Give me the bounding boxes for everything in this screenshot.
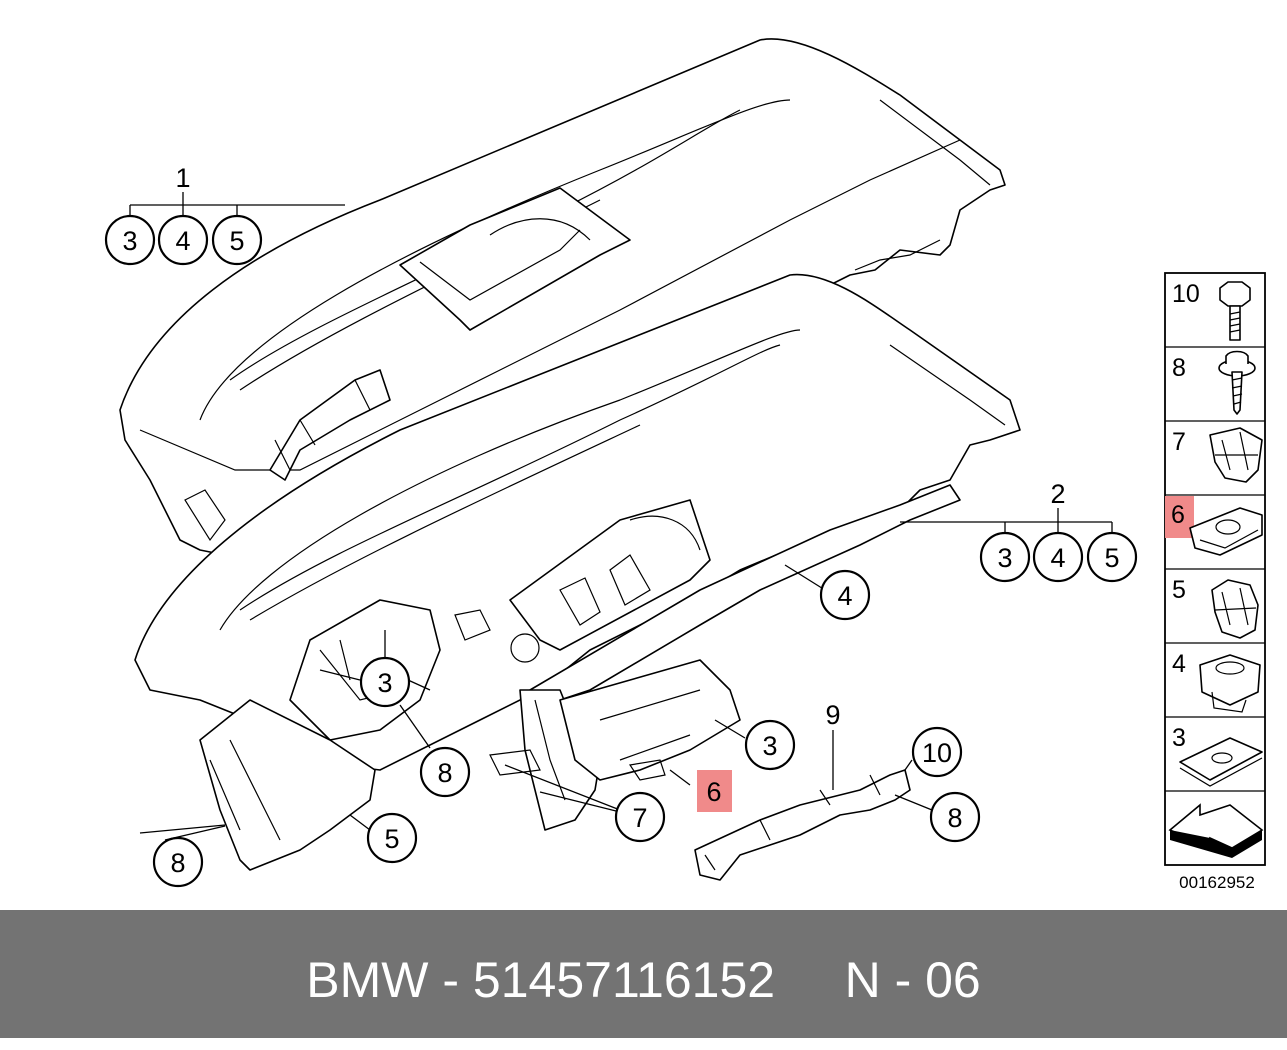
diagram-id: 00162952 <box>1179 873 1255 892</box>
callout-8-bracket: 8 <box>929 791 981 843</box>
svg-text:8: 8 <box>1172 354 1186 382</box>
svg-text:7: 7 <box>1172 428 1186 456</box>
svg-text:8: 8 <box>170 848 185 878</box>
group-2-callout-5: 5 <box>1086 531 1138 583</box>
nut-clip-icon <box>1189 507 1263 556</box>
legend-row-6: 6 <box>1165 496 1263 556</box>
group-1-callout-3: 3 <box>104 214 156 266</box>
callout-10-bracket: 10 <box>911 726 963 778</box>
svg-text:3: 3 <box>762 731 777 761</box>
group-2-callout-4: 4 <box>1032 531 1084 583</box>
callout-8-center: 8 <box>419 746 471 798</box>
svg-text:4: 4 <box>837 581 852 611</box>
footer-bar: BMW - 51457116152 N - 06 <box>0 910 1287 1038</box>
callout-3-steering: 3 <box>359 656 411 708</box>
group-1-callout-5: 5 <box>211 214 263 266</box>
svg-text:7: 7 <box>632 803 647 833</box>
clamp-clip-icon <box>1211 579 1259 639</box>
callout-8-left: 8 <box>152 836 204 888</box>
label-9: 9 <box>825 700 840 730</box>
brand-label: BMW <box>306 952 429 1008</box>
svg-text:8: 8 <box>947 803 962 833</box>
footer-caption: BMW - 51457116152 N - 06 <box>0 910 1287 1038</box>
callout-3-tray: 3 <box>744 719 796 771</box>
highlight-box <box>697 770 732 812</box>
legend-row-10: 10 <box>1172 280 1251 341</box>
svg-text:3: 3 <box>122 226 137 256</box>
flat-speed-nut-icon <box>1179 737 1263 787</box>
svg-text:5: 5 <box>1172 576 1186 604</box>
group-2-label: 2 <box>1050 479 1065 509</box>
svg-text:2: 2 <box>1050 479 1065 509</box>
parts-diagram: 1 3 4 5 2 3 4 5 3 4 5 3 8 7 6 8 9 <box>104 38 1266 892</box>
svg-text:10: 10 <box>922 738 952 768</box>
position-label: N - 06 <box>844 952 981 1008</box>
svg-text:3: 3 <box>377 668 392 698</box>
legend-highlight-box <box>1165 496 1194 538</box>
leader-lines <box>129 192 1113 841</box>
svg-text:10: 10 <box>1172 280 1200 308</box>
svg-text:9: 9 <box>825 700 840 730</box>
legend-row-7: 7 <box>1172 427 1263 483</box>
svg-text:3: 3 <box>997 543 1012 573</box>
callout-6-highlighted: 6 <box>697 770 732 812</box>
svg-text:4: 4 <box>175 226 190 256</box>
svg-text:6: 6 <box>1171 501 1185 529</box>
parts-legend: 10 8 7 <box>1164 272 1266 866</box>
group-1-callout-4: 4 <box>157 214 209 266</box>
screw-with-washer-icon <box>1218 350 1256 415</box>
svg-text:4: 4 <box>1050 543 1065 573</box>
svg-text:00162952: 00162952 <box>1179 873 1255 892</box>
group-1-label: 1 <box>175 163 190 193</box>
legend-row-4: 4 <box>1172 650 1261 713</box>
dashboard-lower-drawing <box>134 273 1021 871</box>
callout-5-knee-panel: 5 <box>366 812 418 864</box>
legend-row-8: 8 <box>1172 350 1256 415</box>
svg-text:8: 8 <box>437 758 452 788</box>
legend-row-3: 3 <box>1172 724 1263 787</box>
svg-text:1: 1 <box>175 163 190 193</box>
crossbar-bracket-drawing <box>694 769 911 881</box>
spring-clip-icon <box>1209 427 1263 483</box>
svg-text:5: 5 <box>229 226 244 256</box>
dashboard-upper-drawing <box>119 38 1006 561</box>
svg-text:5: 5 <box>1104 543 1119 573</box>
svg-text:6: 6 <box>706 777 721 807</box>
part-number: 51457116152 <box>472 952 776 1008</box>
group-2-callout-3: 3 <box>979 531 1031 583</box>
legend-row-5: 5 <box>1172 576 1259 639</box>
square-grommet-icon <box>1199 654 1261 713</box>
svg-text:4: 4 <box>1172 650 1186 678</box>
svg-text:3: 3 <box>1172 724 1186 752</box>
callout-4-strip: 4 <box>819 569 871 621</box>
direction-arrow-icon <box>1168 803 1264 858</box>
callout-7-support: 7 <box>614 791 666 843</box>
svg-text:5: 5 <box>384 824 399 854</box>
separator: - <box>442 952 460 1008</box>
hex-bolt-icon <box>1219 281 1251 341</box>
